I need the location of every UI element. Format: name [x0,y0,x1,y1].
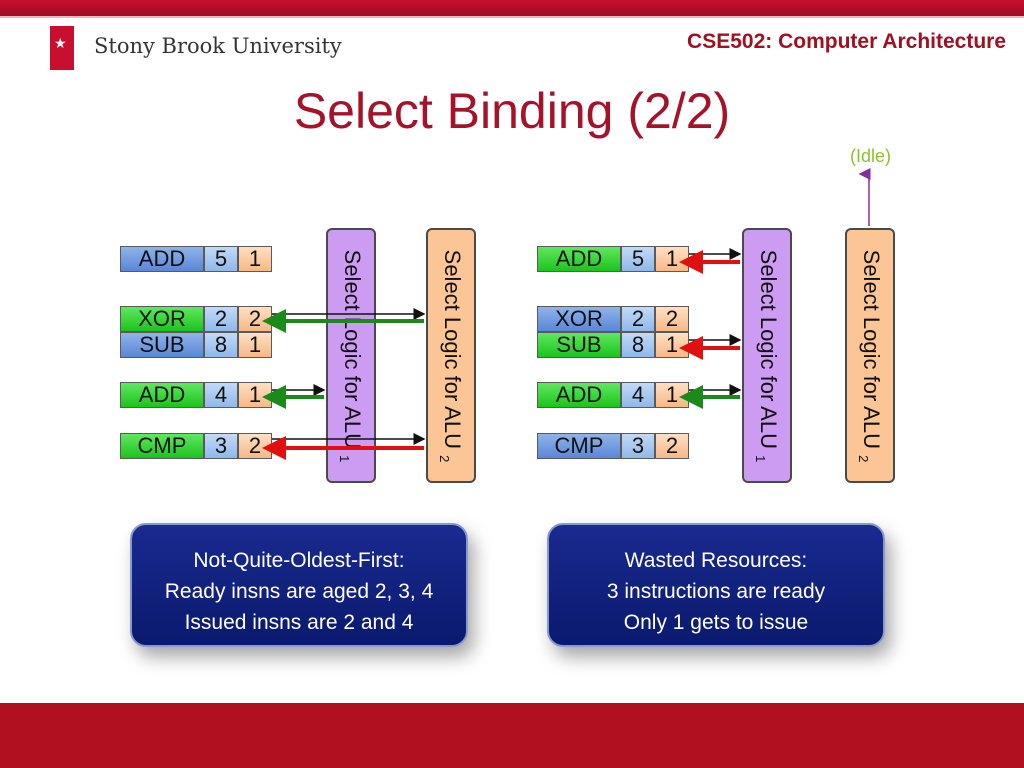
right-row-2-latency: 2 [655,306,689,332]
left-row-3-op: SUB [120,332,204,358]
left-row-3-age: 8 [204,332,238,358]
left-row-4-op: ADD [120,382,204,408]
right-row-2-age: 2 [621,306,655,332]
slide-title: Select Binding (2/2) [293,83,731,139]
left-callout-line-3: Issued insns are 2 and 4 [184,611,414,634]
left-row-5-age: 3 [204,433,238,459]
left-row-1-op: ADD [120,246,204,272]
right-select-logic-alu2: Select Logic for ALU 2 [845,228,895,483]
left-row-2-age: 2 [204,306,238,332]
shield-icon [50,26,74,70]
logo-text: Stony Brook University [94,34,342,58]
left-row-4-age: 4 [204,382,238,408]
right-callout-line-3: Only 1 gets to issue [623,611,809,634]
right-row-3-age: 8 [621,332,655,358]
left-row-2-op: XOR [120,306,204,332]
right-row-5-age: 3 [621,433,655,459]
right-row-5-op: CMP [537,433,621,459]
course-title: CSE502: Computer Architecture [687,30,1006,53]
top-accent-line [0,16,1024,18]
right-row-1-age: 5 [621,246,655,272]
left-select-logic-alu2: Select Logic for ALU 2 [426,228,476,483]
right-row-4-latency: 1 [655,382,689,408]
left-row-3-latency: 1 [238,332,272,358]
right-row-1-latency: 1 [655,246,689,272]
bottom-bar [0,703,1024,768]
right-callout-line-2: 3 instructions are ready [606,580,826,603]
right-row-1-op: ADD [537,246,621,272]
left-callout-line-2: Ready insns are aged 2, 3, 4 [164,580,434,603]
right-row-2-op: XOR [537,306,621,332]
left-row-1-age: 5 [204,246,238,272]
left-callout-line-1: Not-Quite-Oldest-First: [193,549,405,572]
top-bar [0,0,1024,16]
left-row-1-latency: 1 [238,246,272,272]
right-select-logic-alu1: Select Logic for ALU 1 [742,228,792,483]
right-row-5-latency: 2 [655,433,689,459]
left-row-5-op: CMP [120,433,204,459]
left-callout: Not-Quite-Oldest-First: Ready insns are … [130,523,468,647]
right-callout-line-1: Wasted Resources: [624,549,808,572]
left-select-logic-alu1: Select Logic for ALU 1 [326,228,376,483]
right-callout: Wasted Resources: 3 instructions are rea… [547,523,885,647]
university-logo: Stony Brook University [50,26,342,72]
right-row-3-op: SUB [537,332,621,358]
right-row-4-age: 4 [621,382,655,408]
idle-label: (Idle) [850,146,892,166]
right-row-4-op: ADD [537,382,621,408]
